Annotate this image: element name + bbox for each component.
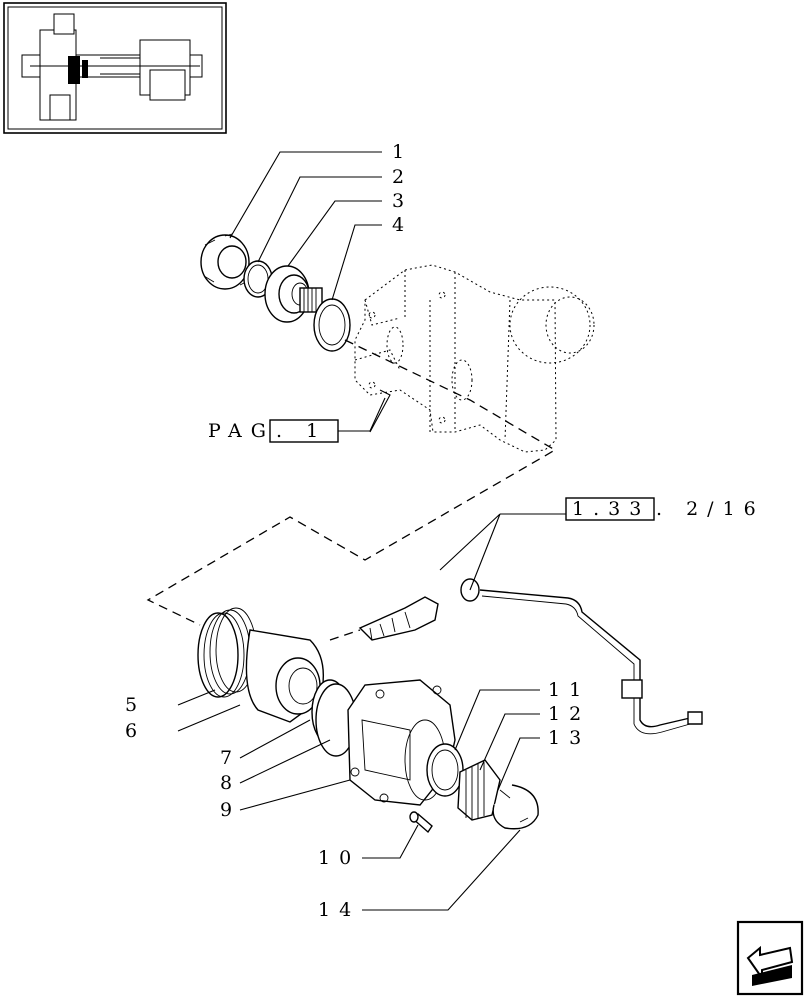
o-ring [313,298,351,352]
part-label: 14 [318,899,360,921]
page-reference-number: . 1 [276,420,327,442]
part-label: 2 [392,166,413,188]
part-label: 1 [392,141,413,163]
part-label: 8 [220,772,241,794]
section-reference-number: 1.33 [572,498,650,520]
part-label: 13 [548,727,590,749]
part-labels: 1 2 3 4 5 6 7 8 9 10 11 12 13 14 [125,141,590,921]
part-label: 7 [220,747,241,769]
part-label: 11 [548,679,590,701]
next-page-arrow-icon[interactable] [736,920,804,996]
sealing-rings [311,679,357,757]
axle-housing-reference [354,264,595,453]
part-label: 9 [220,799,241,821]
seal-ring [426,743,464,797]
part-label: 10 [318,847,360,869]
part-label: 6 [125,720,146,742]
part-label: 5 [125,694,146,716]
part-label: 12 [548,703,590,725]
leader-lines [177,151,566,911]
castle-nut [200,233,250,290]
page-reference-prefix: PAG [208,420,275,442]
page-reference[interactable]: PAG . 1 [208,397,386,443]
section-reference-suffix: . 2/16 [656,498,765,520]
part-label: 3 [392,190,413,212]
pressure-sensor [329,596,439,641]
piston [245,629,325,723]
section-reference[interactable]: 1.33 . 2/16 [565,497,765,521]
axle-assembly-thumbnail-icon[interactable] [3,2,227,134]
part-label: 4 [392,214,413,236]
splined-shaft-stub [299,287,323,313]
bolt [409,811,433,834]
circlip [492,784,539,830]
